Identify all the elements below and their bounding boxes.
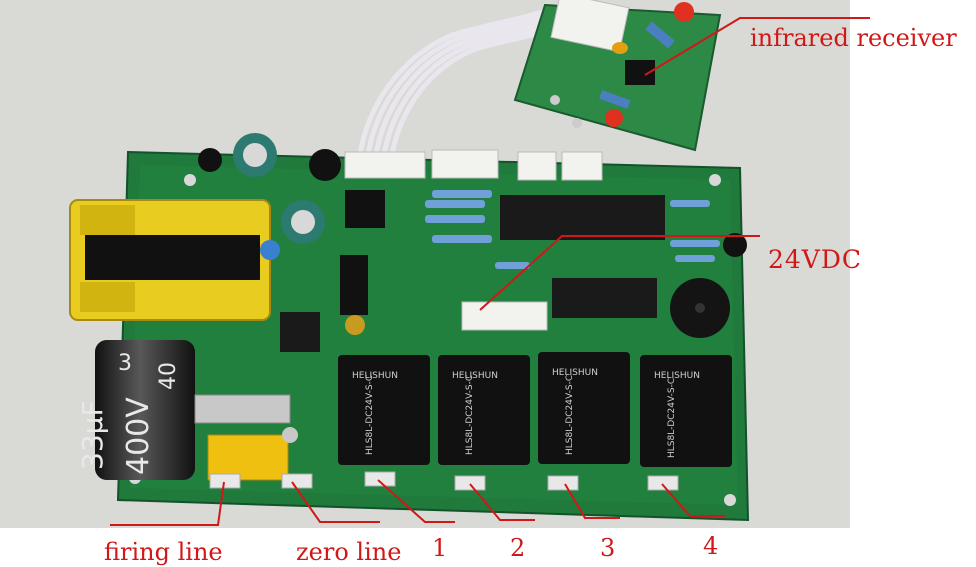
label-output-4: 4 — [703, 532, 719, 560]
relay-4-model: HLS8L-DC24V-S-C — [667, 378, 677, 458]
resistors — [425, 190, 720, 269]
leader-firing — [110, 481, 225, 526]
bulk-capacitor: 33μF 400V 3 40 — [76, 340, 195, 480]
cap-text-b: 400V — [121, 397, 156, 475]
leader-24vdc — [479, 235, 760, 311]
relay-1: HELISHUN HLS8L-DC24V-S-C — [338, 355, 430, 465]
leader-1 — [377, 479, 455, 523]
relay-2-brand: HELISHUN — [452, 371, 498, 381]
cap-text-a: 33μF — [76, 400, 109, 470]
leader-2 — [469, 483, 535, 521]
label-output-1: 1 — [432, 534, 448, 562]
label-firing-line: firing line — [104, 538, 223, 566]
relay-3: HELISHUN HLS8L-DC24V-S-C — [538, 352, 630, 464]
small-ic — [280, 312, 320, 352]
ir-receiver-board — [513, 0, 722, 152]
top-connectors — [344, 149, 603, 181]
relay-2: HELISHUN HLS8L-DC24V-S-C — [438, 355, 530, 465]
leader-ir — [644, 17, 870, 76]
red-led-top — [674, 2, 694, 22]
transformer — [69, 199, 271, 321]
relay-4: HELISHUN HLS8L-DC24V-S-C — [640, 355, 732, 467]
cap-text-d: 40 — [156, 362, 181, 390]
microcontroller-ic — [500, 195, 665, 240]
label-zero-line: zero line — [296, 538, 402, 566]
label-output-2: 2 — [510, 534, 526, 562]
label-output-3: 3 — [600, 534, 616, 562]
annotation-lines — [110, 17, 870, 526]
relay-4-brand: HELISHUN — [654, 371, 700, 381]
driver-ic — [552, 278, 657, 318]
label-24vdc: 24VDC — [768, 245, 863, 274]
relay-1-model: HLS8L-DC24V-S-C — [365, 375, 375, 455]
red-led-bottom — [605, 109, 623, 127]
label-infrared-receiver: infrared receiver — [750, 24, 957, 52]
relay-3-brand: HELISHUN — [552, 368, 598, 378]
terminals — [209, 471, 679, 491]
dc24v-connector — [461, 301, 548, 331]
film-capacitor — [207, 434, 289, 481]
leader-3 — [564, 483, 620, 519]
relay-1-brand: HELISHUN — [352, 371, 398, 381]
heat-sink — [194, 394, 291, 424]
leader-zero — [291, 481, 380, 523]
relay-2-model: HLS8L-DC24V-S-C — [465, 375, 475, 455]
cap-text-c: 3 — [118, 351, 132, 376]
relay-3-model: HLS8L-DC24V-S-C — [565, 375, 575, 455]
leader-4 — [661, 483, 725, 517]
